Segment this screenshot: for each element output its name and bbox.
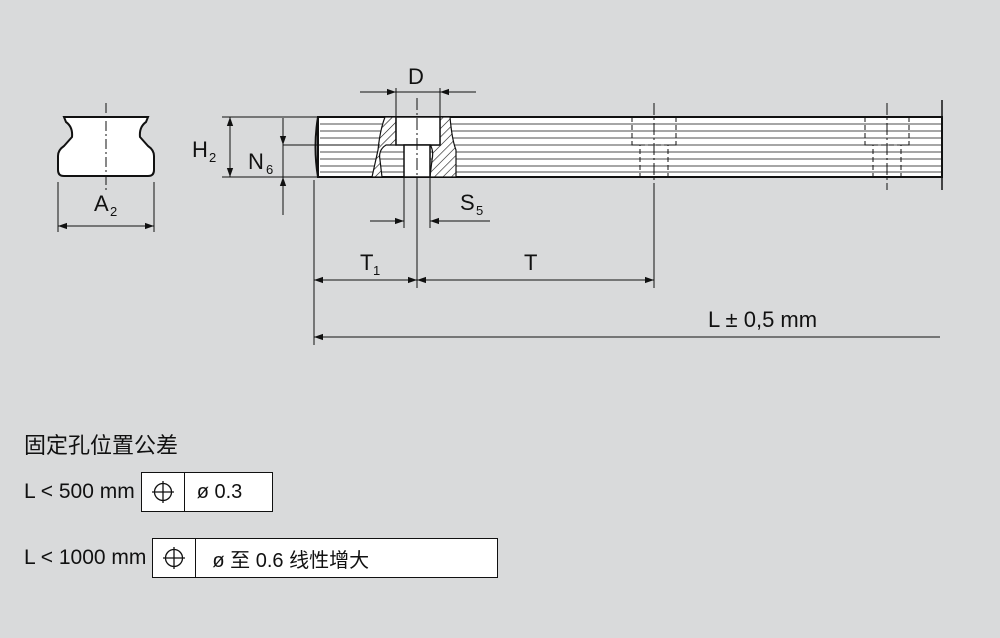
dimension-lines xyxy=(222,88,940,345)
t-label: T xyxy=(524,250,537,275)
tolerance-frame: ø 至 0.6 线性增大 xyxy=(152,538,499,578)
a2-label: A xyxy=(94,191,109,216)
position-tolerance-icon xyxy=(153,539,197,577)
rail-drawing: A 2 xyxy=(57,64,943,345)
tolerance-title: 固定孔位置公差 xyxy=(24,433,179,458)
s5-label: S xyxy=(460,190,475,215)
tolerance-row-500: L < 500 mm ø 0.3 xyxy=(24,472,273,512)
rail-side-view xyxy=(314,98,943,190)
tolerance-row-label: L < 500 mm xyxy=(24,480,135,503)
tolerance-value: ø 至 0.6 线性增大 xyxy=(212,549,370,572)
rail-cross-section xyxy=(57,103,155,232)
position-tolerance-icon xyxy=(142,473,185,511)
tolerance-value: ø 0.3 xyxy=(196,480,243,503)
t1-sub: 1 xyxy=(373,263,380,278)
tolerance-row-label: L < 1000 mm xyxy=(24,546,147,569)
d-label: D xyxy=(408,64,424,89)
n6-label: N xyxy=(248,149,264,174)
s5-sub: 5 xyxy=(476,203,483,218)
h2-sub: 2 xyxy=(209,150,216,165)
n6-sub: 6 xyxy=(266,162,273,177)
tolerance-row-1000: L < 1000 mm ø 至 0.6 线性增大 xyxy=(24,538,499,578)
h2-label: H xyxy=(192,137,208,162)
a2-sub: 2 xyxy=(110,204,117,219)
tolerance-frame: ø 0.3 xyxy=(140,472,273,512)
l-label: L ± 0,5 mm xyxy=(708,307,817,332)
t1-label: T xyxy=(360,250,373,275)
